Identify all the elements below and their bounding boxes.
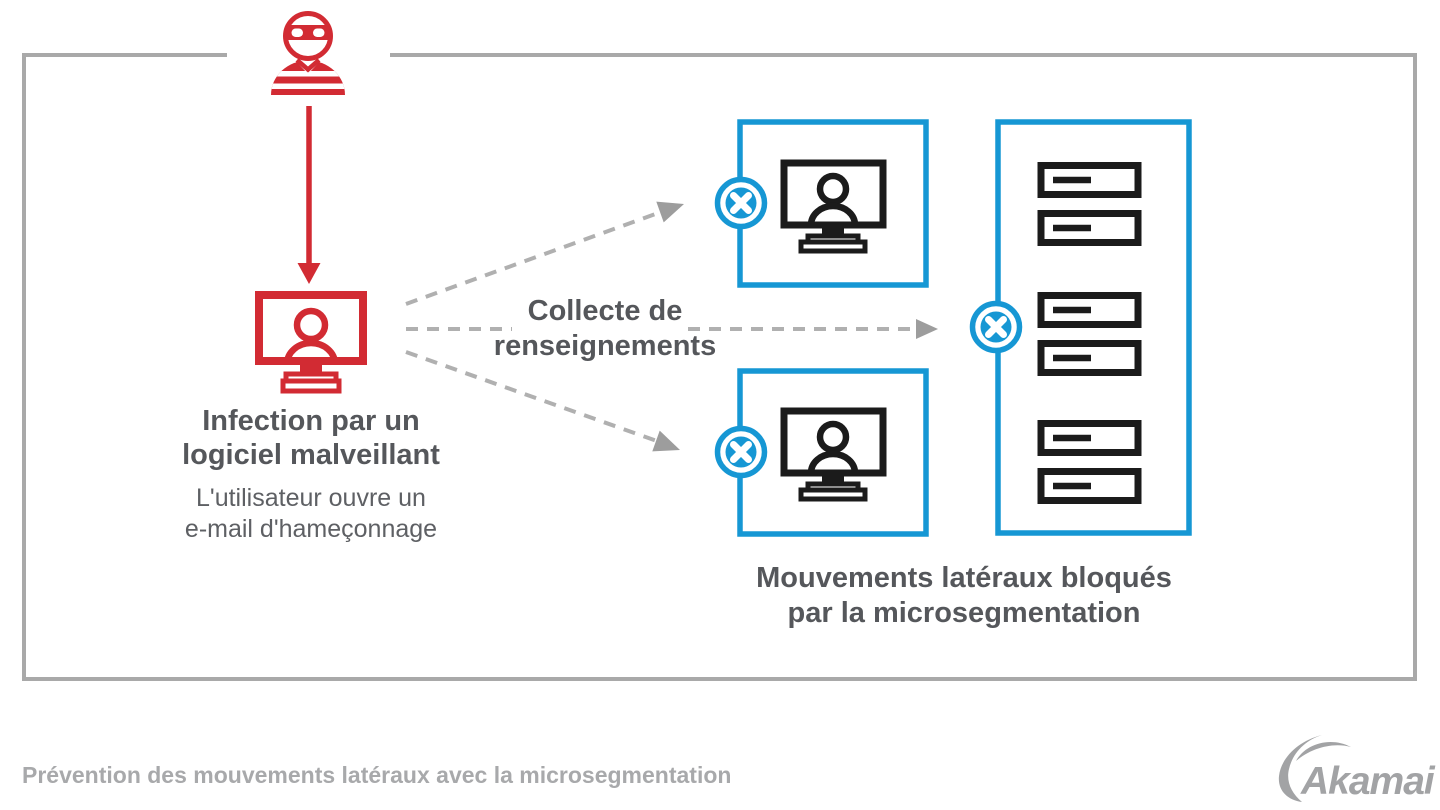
masked-attacker-icon: [271, 11, 345, 95]
collection-label-line: renseignements: [493, 330, 717, 362]
blocked-x-badge-icon: [973, 304, 1020, 351]
akamai-arc-icon: [1296, 741, 1351, 761]
infection-title-line: logiciel malveillant: [182, 439, 440, 471]
computer-user-icon: [784, 163, 883, 251]
collection-label: Collecte de renseignements: [455, 294, 755, 364]
server-rack-icon: [1041, 166, 1138, 501]
blocked-x-badge-icon: [718, 180, 765, 227]
akamai-logo: Akamai: [1278, 735, 1437, 803]
infection-title-line: Infection par un: [202, 405, 420, 437]
infection-title: Infection par un logiciel malveillant: [141, 404, 481, 472]
akamai-wordmark: Akamai: [1300, 760, 1436, 803]
infection-subtitle: L'utilisateur ouvre un e-mail d'hameçonn…: [141, 483, 481, 545]
blocked-label: Mouvements latéraux bloqués par la micro…: [711, 561, 1217, 631]
blocked-x-badge-icon: [718, 429, 765, 476]
akamai-swoosh-icon: [1278, 735, 1322, 802]
infection-subtitle-line: e-mail d'hameçonnage: [184, 515, 438, 543]
blocked-label-line: Mouvements latéraux bloqués: [756, 562, 1172, 594]
infected-computer-icon: [255, 291, 367, 394]
lateral-movement-arrows: [405, 201, 938, 452]
frame-border: [22, 53, 1417, 681]
blocked-label-line: par la microsegmentation: [787, 597, 1141, 629]
computer-user-icon: [784, 411, 883, 499]
collection-label-line: Collecte de: [527, 295, 683, 327]
down-arrow-icon: [297, 106, 321, 284]
footer-caption: Prévention des mouvements latéraux avec …: [22, 762, 732, 788]
infection-subtitle-line: L'utilisateur ouvre un: [196, 484, 426, 512]
